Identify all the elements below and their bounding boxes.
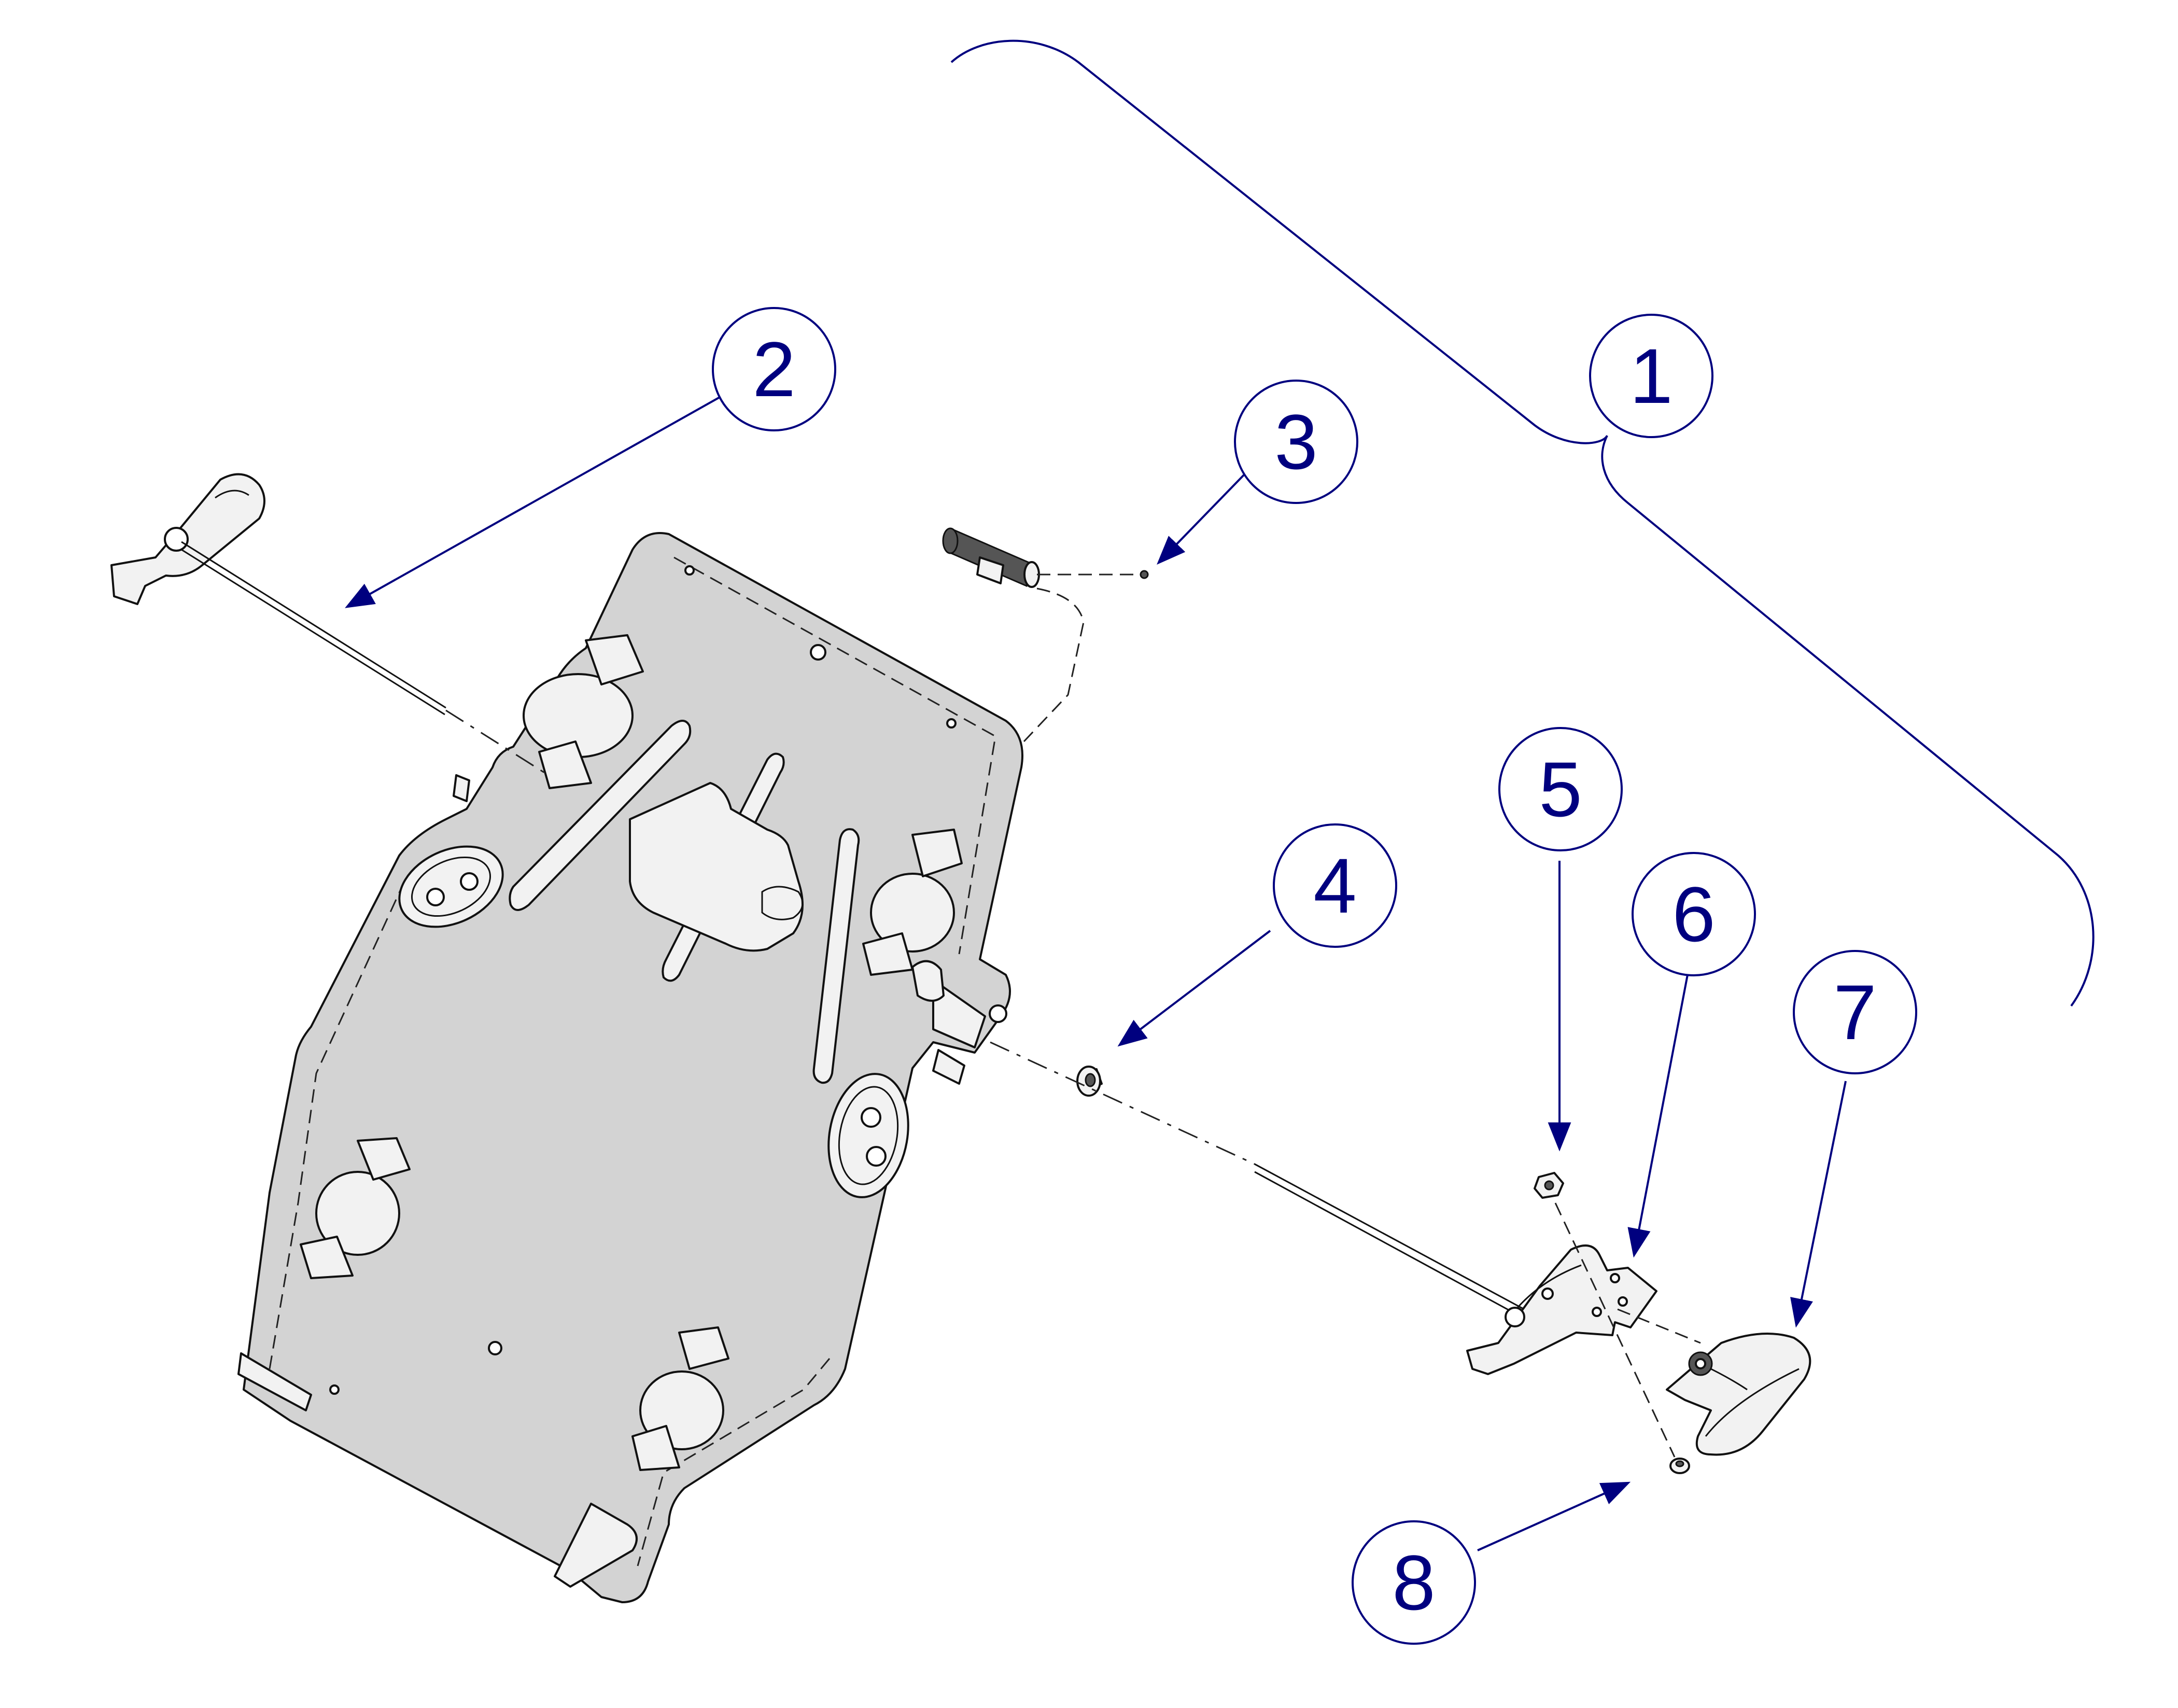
latch-pin-cylinder [942, 527, 1149, 743]
nut-upper [1534, 1172, 1676, 1458]
clamp-pad-top-right [862, 829, 963, 976]
callout-6-label: 6 [1672, 871, 1715, 958]
clamp-pad-top-left [523, 634, 644, 789]
latch-rod-left [110, 473, 545, 774]
left-oval-boss [398, 845, 504, 928]
mounting-plate [237, 532, 1023, 1603]
callout-4-label: 4 [1313, 842, 1356, 929]
callout-8-label: 8 [1392, 1539, 1435, 1626]
nut-lower [1669, 1458, 1690, 1474]
callout-1-label: 1 [1629, 332, 1673, 419]
callout-5: 5 [1498, 727, 1623, 851]
callout-6: 6 [1632, 852, 1756, 976]
leader-7 [1790, 1081, 1847, 1328]
callout-5-label: 5 [1539, 746, 1582, 833]
callout-7-label: 7 [1833, 969, 1876, 1056]
callout-3: 3 [1234, 380, 1358, 504]
callout-7: 7 [1793, 950, 1917, 1074]
leader-8 [1477, 1481, 1631, 1551]
callout-2: 2 [712, 307, 836, 431]
callout-2-label: 2 [752, 326, 795, 413]
latch-bracket-right [1254, 1163, 1701, 1375]
clamp-pad-bottom-left [300, 1137, 411, 1279]
callout-1: 1 [1589, 314, 1713, 438]
bushing [990, 1041, 1255, 1165]
knob [1666, 1333, 1811, 1456]
leader-2 [345, 396, 721, 608]
callout-8: 8 [1352, 1520, 1476, 1645]
leader-3 [1157, 471, 1248, 565]
clamp-pad-bottom-right [631, 1326, 729, 1471]
assembly-brace [950, 39, 2095, 1007]
callout-4: 4 [1273, 823, 1397, 948]
callout-3-label: 3 [1274, 398, 1317, 485]
right-oval-boss [827, 1073, 909, 1198]
leader-6 [1627, 974, 1689, 1258]
leader-4 [1117, 930, 1271, 1047]
